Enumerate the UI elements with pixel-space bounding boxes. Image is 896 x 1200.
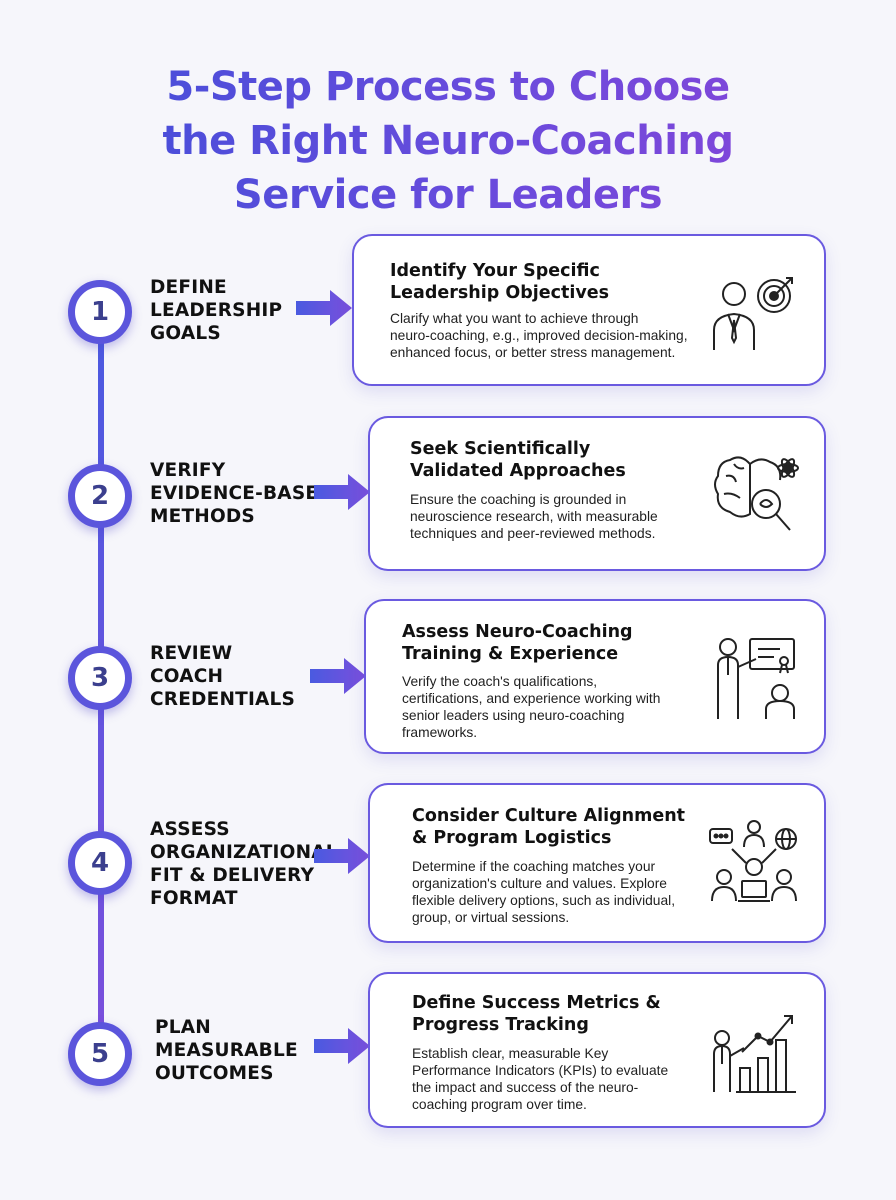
step-card-4: Consider Culture Alignment & Program Log… — [368, 783, 826, 943]
arrow-right-icon — [314, 474, 370, 510]
step-card-1: Identify Your Specific Leadership Object… — [352, 234, 826, 386]
page-title: 5-Step Process to Choose the Right Neuro… — [0, 60, 896, 222]
step-label-5: PLAN MEASURABLE OUTCOMES — [155, 1017, 298, 1084]
card-title: Assess Neuro-Coaching Training & Experie… — [402, 622, 633, 664]
title-line-1: 5-Step Process to Choose — [0, 60, 896, 114]
team-network-icon — [708, 819, 800, 911]
step-label-1: DEFINE LEADERSHIP GOALS — [150, 277, 283, 344]
step-card-2: Seek Scientifically Validated Approaches… — [368, 416, 826, 571]
step-number-2: 2 — [68, 464, 132, 528]
card-description: Establish clear, measurable Key Performa… — [412, 1046, 669, 1112]
arrow-right-icon — [310, 658, 366, 694]
card-description: Determine if the coaching matches your o… — [412, 859, 676, 925]
card-description: Clarify what you want to achieve through… — [390, 311, 688, 360]
step-label-3: REVIEW COACH CREDENTIALS — [150, 643, 296, 710]
title-line-3: Service for Leaders — [0, 168, 896, 222]
card-title: Define Success Metrics & Progress Tracki… — [412, 993, 661, 1035]
card-title: Identify Your Specific Leadership Object… — [390, 261, 610, 303]
step-number-1: 1 — [68, 280, 132, 344]
step-label-4: ASSESS ORGANIZATIONAL FIT & DELIVERY FOR… — [150, 819, 338, 909]
card-title: Consider Culture Alignment & Program Log… — [412, 806, 686, 848]
step-card-3: Assess Neuro-Coaching Training & Experie… — [364, 599, 826, 754]
arrow-right-icon — [296, 290, 352, 326]
arrow-right-icon — [314, 1028, 370, 1064]
arrow-right-icon — [314, 838, 370, 874]
card-description: Verify the coach's qualifications, certi… — [402, 674, 661, 740]
step-card-5: Define Success Metrics & Progress Tracki… — [368, 972, 826, 1128]
card-title: Seek Scientifically Validated Approaches — [410, 439, 626, 481]
title-line-2: the Right Neuro-Coaching — [0, 114, 896, 168]
step-number-3: 3 — [68, 646, 132, 710]
step-number-5: 5 — [68, 1022, 132, 1086]
step-number-4: 4 — [68, 831, 132, 895]
presenter-certificate-icon — [712, 635, 804, 723]
leader-target-icon — [708, 274, 798, 354]
brain-magnifier-icon — [710, 452, 800, 538]
step-label-2: VERIFY EVIDENCE-BASED METHODS — [150, 460, 334, 527]
growth-chart-icon — [708, 1008, 800, 1094]
card-description: Ensure the coaching is grounded in neuro… — [410, 492, 658, 541]
